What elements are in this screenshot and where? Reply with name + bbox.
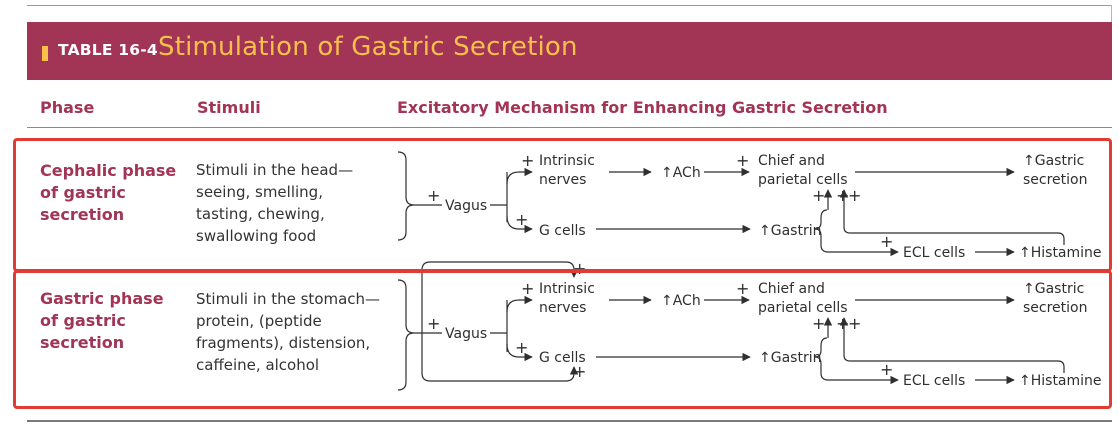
intrinsic-nerves-label: Intrinsic bbox=[539, 153, 595, 169]
header-rule bbox=[27, 127, 1112, 128]
phase-line: secretion bbox=[40, 333, 125, 352]
gastric-phase-name: Gastric phase of gastric secretion bbox=[40, 288, 164, 354]
intrinsic-nerves-label: nerves bbox=[539, 300, 586, 316]
plus-sign: + bbox=[880, 360, 893, 379]
gastric-row-highlight bbox=[13, 270, 1112, 409]
ach-label: ↑ACh bbox=[661, 165, 701, 181]
gastric-secretion-label: secretion bbox=[1023, 300, 1087, 316]
plus-sign: + bbox=[573, 362, 586, 381]
cephalic-row-highlight bbox=[13, 138, 1112, 272]
gastrin-label: ↑Gastrin bbox=[759, 350, 821, 366]
histamine-feedback-arrow bbox=[839, 189, 1065, 245]
plus-sign: + bbox=[515, 338, 528, 357]
chief-parietal-label: parietal cells bbox=[758, 300, 848, 316]
phase-line: secretion bbox=[40, 205, 125, 224]
g-cells-label: G cells bbox=[539, 223, 586, 239]
stimuli-line: swallowing food bbox=[196, 227, 317, 245]
gastrin-brace bbox=[814, 337, 829, 381]
vagus-to-intrinsic-arrow bbox=[506, 167, 533, 185]
g-cells-label: G cells bbox=[539, 350, 586, 366]
table-title: Stimulation of Gastric Secretion bbox=[158, 32, 578, 62]
chief-parietal-label: parietal cells bbox=[758, 172, 848, 188]
histamine-label: ↑Histamine bbox=[1019, 245, 1102, 261]
cephalic-mechanism: + Vagus + + Intrinsic nerves G cells ↑AC… bbox=[397, 151, 1102, 261]
vagus-label: Vagus bbox=[445, 198, 487, 214]
stimuli-line: Stimuli in the head— bbox=[196, 161, 354, 179]
gastrin-label: ↑Gastrin bbox=[759, 223, 821, 239]
stimuli-line: caffeine, alcohol bbox=[196, 356, 320, 374]
phase-line: Cephalic phase bbox=[40, 161, 177, 180]
vagus-to-intrinsic-arrow bbox=[506, 295, 533, 313]
local-reflex-to-nerves-arrow bbox=[421, 261, 579, 333]
plus-sign: + bbox=[736, 279, 749, 298]
column-header-mechanism: Excitatory Mechanism for Enhancing Gastr… bbox=[397, 98, 888, 117]
plus-sign: + bbox=[427, 186, 440, 205]
banner-marker bbox=[42, 46, 48, 61]
plus-sign: + bbox=[515, 210, 528, 229]
plus-sign: + bbox=[521, 151, 534, 170]
column-header-phase: Phase bbox=[40, 98, 95, 117]
stimuli-line: fragments), distension, bbox=[196, 334, 371, 352]
phase-line: Gastric phase bbox=[40, 289, 164, 308]
ach-label: ↑ACh bbox=[661, 293, 701, 309]
gastric-secretion-label: ↑Gastric bbox=[1023, 153, 1084, 169]
top-rule bbox=[27, 5, 1112, 6]
intrinsic-nerves-label: nerves bbox=[539, 172, 586, 188]
vagus-to-gcells-arrow bbox=[506, 215, 533, 234]
stimuli-line: protein, (peptide bbox=[196, 312, 322, 330]
phase-line: of gastric bbox=[40, 311, 126, 330]
column-header-stimuli: Stimuli bbox=[197, 98, 261, 117]
gastric-secretion-label: ↑Gastric bbox=[1023, 281, 1084, 297]
bottom-rule bbox=[27, 420, 1112, 422]
plus-sign: + bbox=[880, 232, 893, 251]
cephalic-phase-name: Cephalic phase of gastric secretion bbox=[40, 160, 176, 226]
gastrin-brace bbox=[814, 209, 829, 253]
vagus-label: Vagus bbox=[445, 326, 487, 342]
plus-sign: + bbox=[848, 186, 861, 205]
intrinsic-nerves-label: Intrinsic bbox=[539, 281, 595, 297]
plus-sign: + bbox=[836, 186, 849, 205]
plus-sign: + bbox=[736, 151, 749, 170]
table-label: TABLE 16-4 bbox=[58, 41, 158, 59]
gastric-mechanism: + Vagus + + + + Intrinsic nerves G cells… bbox=[397, 259, 1102, 391]
plus-sign: + bbox=[836, 314, 849, 333]
histamine-label: ↑Histamine bbox=[1019, 373, 1102, 389]
histamine-feedback-arrow bbox=[839, 317, 1065, 373]
gastric-stimuli: Stimuli in the stomach— protein, (peptid… bbox=[196, 288, 380, 376]
table-banner: TABLE 16-4 Stimulation of Gastric Secret… bbox=[27, 22, 1112, 80]
phase-line: of gastric bbox=[40, 183, 126, 202]
plus-sign: + bbox=[812, 314, 825, 333]
chief-parietal-label: Chief and bbox=[758, 153, 825, 169]
stimuli-line: seeing, smelling, bbox=[196, 183, 323, 201]
chief-parietal-label: Chief and bbox=[758, 281, 825, 297]
plus-sign: + bbox=[521, 279, 534, 298]
cephalic-stimuli: Stimuli in the head— seeing, smelling, t… bbox=[196, 159, 353, 247]
gastric-secretion-label: secretion bbox=[1023, 172, 1087, 188]
plus-sign: + bbox=[812, 186, 825, 205]
vagus-to-gcells-arrow bbox=[506, 343, 533, 362]
plus-sign: + bbox=[573, 259, 586, 278]
local-reflex-to-gcells-arrow bbox=[421, 333, 579, 382]
plus-sign: + bbox=[848, 314, 861, 333]
stimuli-line: tasting, chewing, bbox=[196, 205, 325, 223]
ecl-cells-label: ECL cells bbox=[903, 245, 965, 261]
stimuli-line: Stimuli in the stomach— bbox=[196, 290, 381, 308]
plus-sign: + bbox=[427, 314, 440, 333]
ecl-cells-label: ECL cells bbox=[903, 373, 965, 389]
